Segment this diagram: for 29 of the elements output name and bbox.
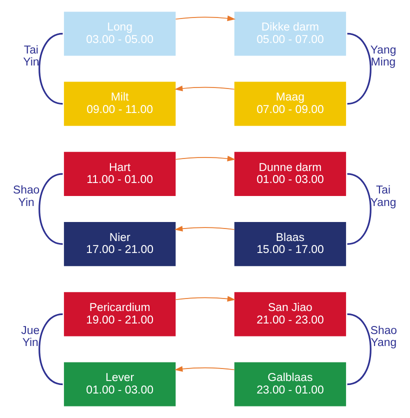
node-box: Dunne darm 01.00 - 03.00 <box>234 152 346 196</box>
connector <box>38 313 63 386</box>
arrow <box>175 156 236 162</box>
node-box: Nier 17.00 - 21.00 <box>64 222 176 266</box>
connector <box>38 32 63 105</box>
node-box: Milt 09.00 - 11.00 <box>64 82 176 126</box>
node-box: Hart 11.00 - 01.00 <box>64 152 176 196</box>
arrow <box>175 296 236 302</box>
node-box: Long 03.00 - 05.00 <box>64 12 176 56</box>
edge-label: Tai Yin <box>23 44 40 69</box>
connector <box>38 173 63 245</box>
connector <box>347 313 372 386</box>
node-box: Blaas 15.00 - 17.00 <box>234 222 346 266</box>
arrow <box>174 226 235 232</box>
node-box: San Jiao 21.00 - 23.00 <box>234 292 346 336</box>
node-box: Dikke darm 05.00 - 07.00 <box>234 12 346 56</box>
arrow <box>174 366 235 372</box>
edge-label: Shao Yin <box>12 184 40 209</box>
edge-label: Yang Ming <box>370 44 396 69</box>
node-box: Lever 01.00 - 03.00 <box>64 362 176 406</box>
connector <box>347 32 372 105</box>
connector <box>347 173 372 245</box>
arrow <box>174 86 235 92</box>
node-box: Maag 07.00 - 09.00 <box>234 82 346 126</box>
arrow <box>175 16 236 22</box>
edge-label: Jue Yin <box>21 324 40 350</box>
node-box: Galblaas 23.00 - 01.00 <box>234 362 346 406</box>
edge-label: Shao Yang <box>370 324 398 350</box>
node-box: Pericardium 19.00 - 21.00 <box>64 292 176 336</box>
